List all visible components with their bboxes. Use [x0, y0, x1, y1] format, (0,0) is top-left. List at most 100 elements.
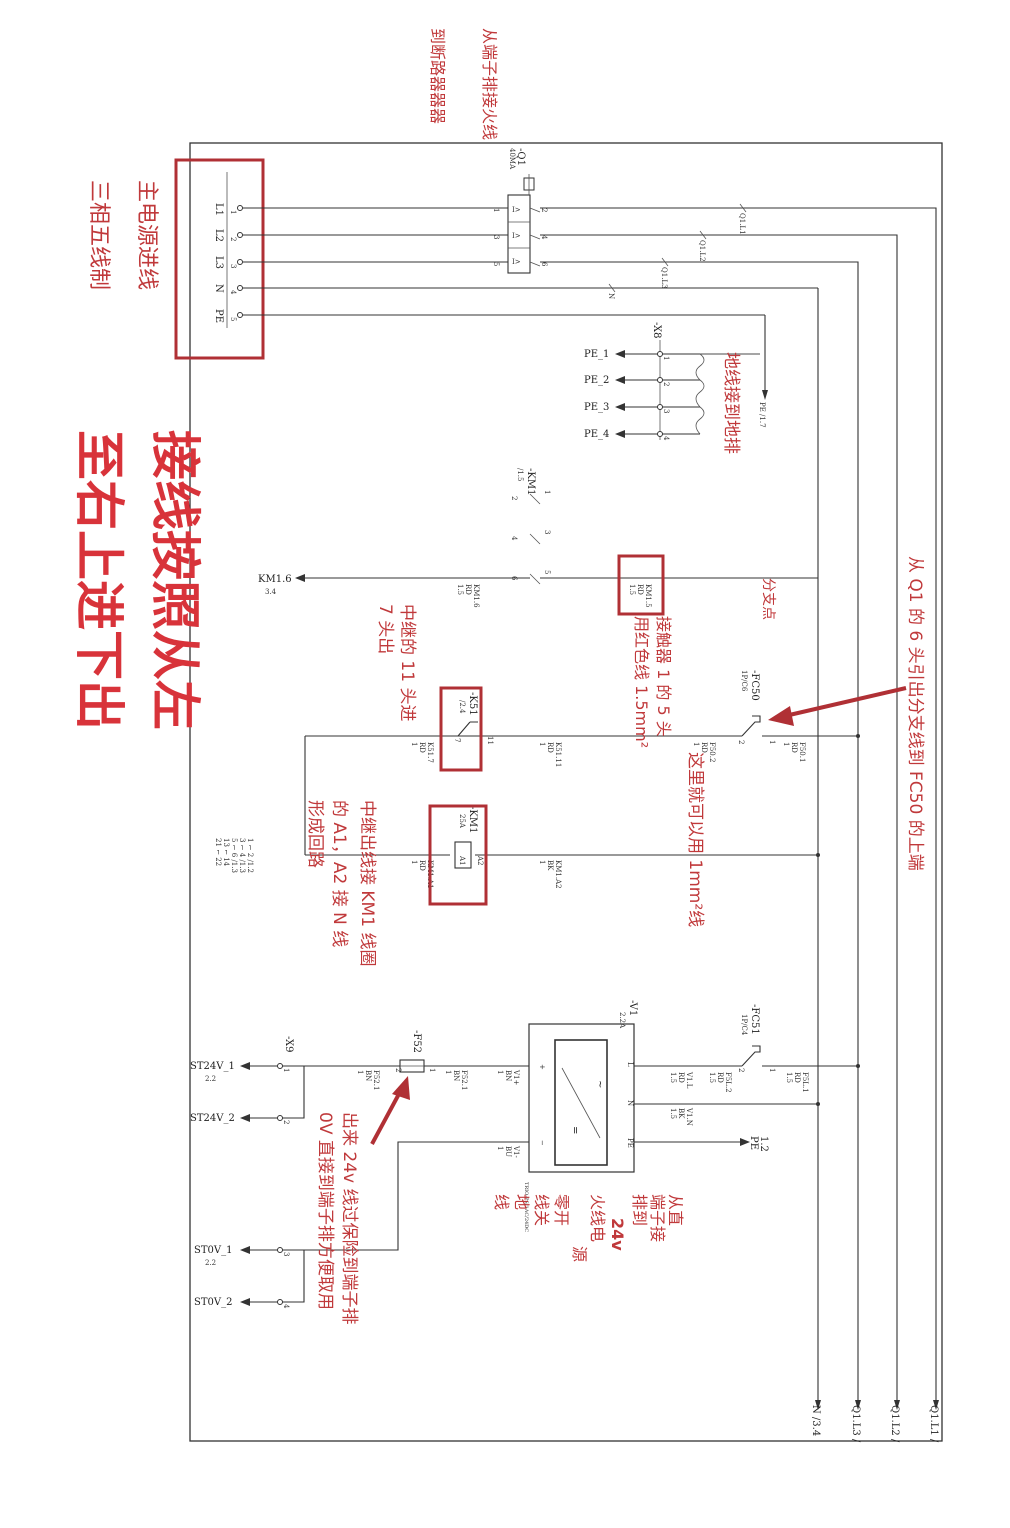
svg-text:N: N: [626, 1100, 634, 1106]
svg-text:PE_4: PE_4: [584, 429, 609, 440]
svg-text:V1.L: V1.L: [685, 1071, 693, 1089]
svg-text:BU: BU: [504, 1146, 512, 1157]
svg-text:V1.N: V1.N: [685, 1107, 693, 1126]
svg-text:1P/C6: 1P/C6: [740, 670, 748, 692]
svg-text:6: 6: [540, 262, 548, 267]
svg-text:形成回路: 形成回路: [305, 800, 325, 868]
main-power-highlight-box: [174, 158, 265, 360]
svg-text:PE_1: PE_1: [584, 349, 609, 360]
svg-text:TRIO-PS/1AC/24DC: TRIO-PS/1AC/24DC: [523, 1182, 529, 1232]
svg-text:1: 1: [538, 860, 546, 864]
svg-text:24v: 24v: [608, 1218, 627, 1251]
svg-text:F50.2: F50.2: [708, 742, 716, 762]
annotation-main-power: 主电源进线 三相五线制: [86, 180, 159, 290]
svg-text:2.2A: 2.2A: [618, 1012, 626, 1029]
svg-text:V1+: V1+: [512, 1069, 520, 1086]
svg-text:BN: BN: [364, 1070, 372, 1081]
svg-text:三相五线制: 三相五线制: [86, 180, 111, 290]
svg-text:KM1.A2: KM1.A2: [554, 860, 562, 889]
svg-text:L1: L1: [213, 203, 224, 216]
svg-text:/2.4: /2.4: [458, 700, 466, 714]
svg-text:1: 1: [543, 490, 551, 494]
svg-text:K51.7: K51.7: [426, 742, 434, 763]
annotation-relay-in: 中继的 11 头进 7 头出: [375, 604, 417, 721]
svg-text:零开: 零开: [552, 1194, 571, 1226]
svg-text:2.2: 2.2: [205, 1259, 216, 1267]
svg-text:地: 地: [512, 1194, 531, 1210]
svg-text:1: 1: [662, 356, 670, 360]
svg-text:PE /1.7: PE /1.7: [758, 402, 766, 428]
svg-text:的 A1，A2 接 N 线: 的 A1，A2 接 N 线: [329, 800, 349, 947]
svg-text:40MA: 40MA: [508, 148, 516, 170]
svg-text:0V 直接到端子排方便取用: 0V 直接到端子排方便取用: [315, 1112, 335, 1310]
svg-text:4: 4: [510, 536, 518, 541]
svg-text:7: 7: [453, 738, 461, 742]
svg-text:1.5: 1.5: [628, 584, 636, 595]
k51-highlight-box: [439, 686, 483, 772]
svg-text:5 ⌐ 6 /1.3: 5 ⌐ 6 /1.3: [230, 838, 238, 873]
svg-text:KM1.6: KM1.6: [472, 584, 480, 608]
svg-text:1: 1: [282, 1068, 290, 1072]
svg-text:7 头出: 7 头出: [375, 604, 395, 654]
terminal-l3: L3 3: [213, 256, 243, 269]
svg-text:3: 3: [543, 530, 551, 534]
svg-text:RD: RD: [700, 742, 708, 753]
svg-text:3: 3: [229, 264, 237, 268]
svg-text:中继的 11 头进: 中继的 11 头进: [397, 604, 417, 721]
svg-text:2: 2: [662, 382, 670, 386]
terminal-l2: L2 2: [213, 229, 243, 242]
svg-text:1: 1: [768, 740, 776, 744]
svg-text:ST24V_2: ST24V_2: [190, 1113, 235, 1124]
x9-st24v-2: ST24V_2 2: [190, 1113, 290, 1124]
svg-text:2: 2: [510, 496, 518, 500]
km1-coil-highlight-box: [428, 804, 488, 906]
svg-text:F5L.2: F5L.2: [724, 1072, 732, 1093]
svg-text:1.5: 1.5: [669, 1072, 677, 1083]
pe-out-3: PE_3 3: [584, 402, 700, 413]
svg-text:PE: PE: [748, 1136, 759, 1150]
ref-q1-l1: Q1.L1 /: [928, 1405, 939, 1443]
svg-text:1 ⌐ 2 /1.2: 1 ⌐ 2 /1.2: [246, 838, 254, 873]
svg-text:KM1.5: KM1.5: [644, 584, 652, 608]
svg-text:RD: RD: [793, 1072, 801, 1083]
svg-text:1: 1: [768, 1068, 776, 1072]
pe-out-4: PE_4 4: [584, 429, 700, 441]
annotation-psu: 从直 端子接 排到 24v 火线电 源 零开 线关 地 线: [492, 1194, 685, 1262]
svg-text:4: 4: [229, 290, 237, 295]
x9-st24v-1: ST24V_1 2.2 1: [190, 1061, 290, 1083]
km1-5-highlight-box: [617, 554, 665, 616]
svg-text:Q1.L3: Q1.L3: [660, 267, 668, 289]
svg-text:1.5: 1.5: [669, 1108, 677, 1119]
svg-text:RD: RD: [546, 742, 554, 753]
svg-text:2: 2: [540, 208, 548, 212]
bus-q1-l2: [540, 234, 898, 1400]
svg-text:~: ~: [594, 1080, 605, 1088]
svg-text:用红色线 1.5mm²: 用红色线 1.5mm²: [632, 616, 651, 748]
svg-text:F50.1: F50.1: [798, 742, 806, 762]
svg-text:PE_3: PE_3: [584, 402, 609, 413]
svg-text:11: 11: [486, 736, 494, 745]
svg-text:源: 源: [570, 1246, 589, 1262]
svg-text:1: 1: [692, 742, 700, 746]
terminal-x9: -X9 ST24V_1 2.2 1 ST24V_2 2 ST0V_1 2.2 3: [190, 1036, 305, 1309]
svg-text:+: +: [538, 1064, 546, 1070]
x9-st0v-1: ST0V_1 2.2 3: [194, 1245, 290, 1267]
svg-text:A2: A2: [476, 855, 484, 866]
fuse-fc50: -FC50 1P/C6 1 2 F50.1 RD 1 F50.2 RD 1: [692, 670, 806, 762]
svg-text:3: 3: [662, 409, 670, 413]
svg-text:2: 2: [737, 1068, 745, 1072]
terminal-n: N 4: [213, 284, 243, 295]
ref-q1-l2: Q1.L2 /: [889, 1405, 900, 1443]
svg-text:/1.5: /1.5: [516, 468, 524, 482]
svg-text:端子接: 端子接: [648, 1194, 667, 1242]
svg-text:F5L.1: F5L.1: [801, 1072, 809, 1093]
svg-text:出来 24v 线过保险到端子排: 出来 24v 线过保险到端子排: [339, 1112, 359, 1325]
annotation-top: 从端子排接火线 到断路器器器: [428, 28, 499, 140]
annotation-wiring-rule: 接线按照从左 至右上进下出: [70, 430, 204, 730]
svg-text:2: 2: [394, 1068, 402, 1072]
svg-text:Q1.L1: Q1.L1: [738, 213, 746, 235]
fuse-f52: -F52 1 2: [394, 1030, 436, 1073]
svg-text:V1-: V1-: [512, 1145, 520, 1159]
breaker-q1: I> I> I> -Q1 40MA 1 3 5 2 4 6: [492, 148, 548, 274]
